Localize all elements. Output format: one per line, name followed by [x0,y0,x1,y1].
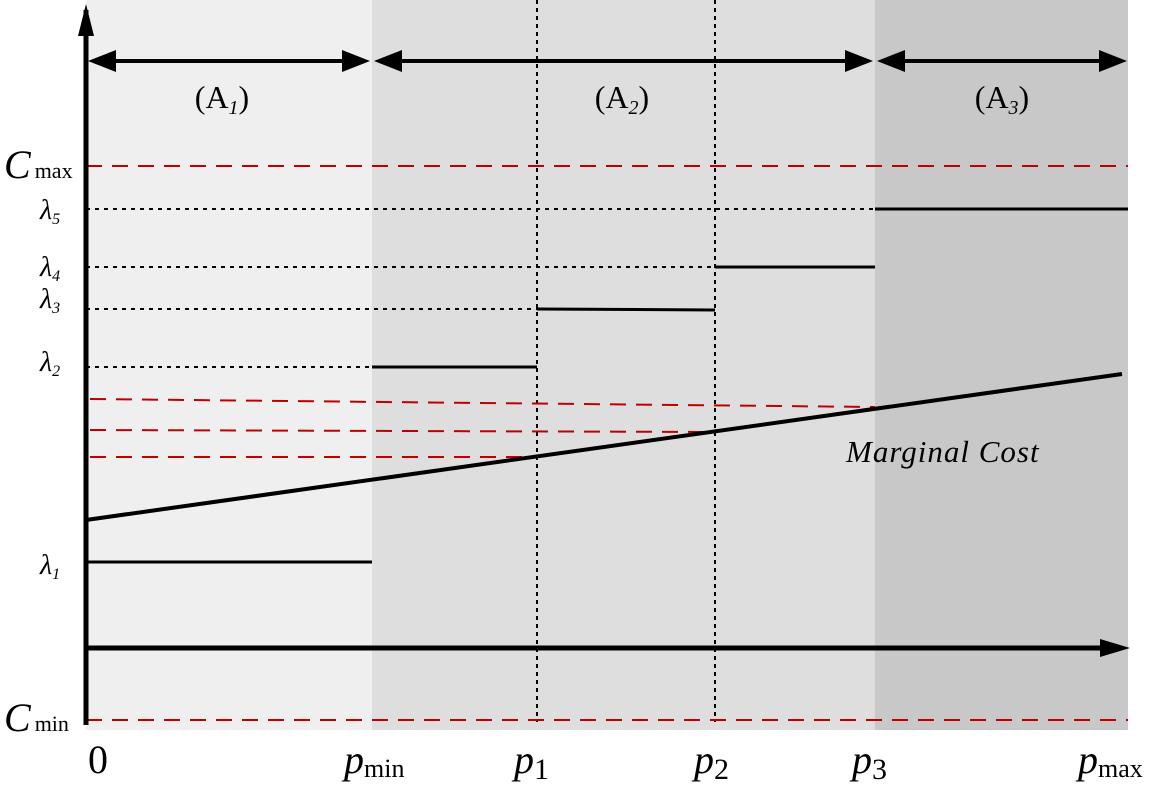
region-a3-background [875,0,1128,730]
p1-label: p1 [511,737,549,786]
region-a2-label: (A2) [595,79,649,119]
region-a3-label: (A3) [975,79,1029,119]
lambda3-label: λ3 [39,284,60,317]
lambda-dotted-lines [86,208,875,368]
lambda5-label: λ5 [39,195,60,228]
pmax-label: pmax [1075,737,1143,783]
p2-label: p2 [691,737,729,786]
lambda2-label: λ2 [39,347,60,380]
origin-label: 0 [88,737,108,782]
red-dashed-lines [86,165,1128,721]
region-a3-arrow [877,50,1127,72]
region-a2-background [372,0,875,730]
lambda1-label: λ1 [39,550,60,583]
marginal-cost-label: Marginal Cost [845,434,1040,469]
price-steps [86,207,1128,564]
region-a2-arrow [374,50,873,72]
mc-p3-dashed-line [89,398,876,408]
y-axis-arrowhead [78,4,94,36]
marginal-cost-line [85,372,1123,522]
region-a1-arrow [88,50,370,72]
p3-label: p3 [849,737,887,786]
region-a1-background [86,0,372,730]
mc-p2-dashed-line [89,429,716,433]
region-a1-label: (A1) [195,79,249,119]
lambda4-label: λ4 [39,252,60,285]
pmin-label: pmin [341,737,404,783]
x-axis-arrowhead [1100,639,1130,657]
lambda3-step [536,307,716,312]
